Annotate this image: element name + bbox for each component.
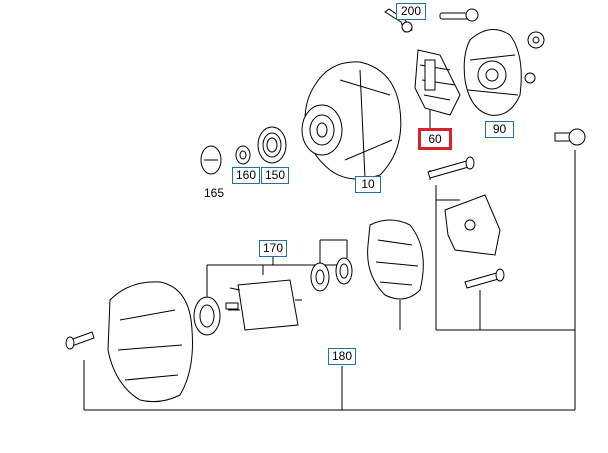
- bolt-long: [427, 156, 475, 179]
- pulley-150: [257, 126, 287, 164]
- alternator-housing: [301, 61, 402, 180]
- nut-160: [235, 145, 251, 165]
- callout-170[interactable]: 170: [259, 240, 287, 257]
- callout-200[interactable]: 200: [396, 3, 426, 20]
- callout-160[interactable]: 160: [232, 167, 260, 184]
- voltage-regulator: [414, 49, 461, 116]
- bolt-200: [384, 8, 413, 33]
- front-housing: [107, 281, 193, 403]
- bolt-lower: [464, 268, 505, 289]
- rear-bracket: [444, 194, 501, 256]
- callout-60[interactable]: 60: [418, 128, 452, 150]
- callout-165[interactable]: 165: [203, 186, 225, 200]
- screw-left: [65, 331, 95, 350]
- bolt-top-right: [439, 8, 479, 22]
- bearing-left: [193, 296, 221, 336]
- cap-165: [200, 145, 222, 175]
- rear-cover: [463, 29, 522, 116]
- rectifier: [367, 219, 424, 300]
- callout-90[interactable]: 90: [485, 121, 514, 138]
- callout-180[interactable]: 180: [328, 348, 356, 365]
- callout-10[interactable]: 10: [355, 176, 381, 193]
- callout-150[interactable]: 150: [261, 167, 289, 184]
- bearing-right: [310, 257, 353, 292]
- rotor: [225, 279, 302, 331]
